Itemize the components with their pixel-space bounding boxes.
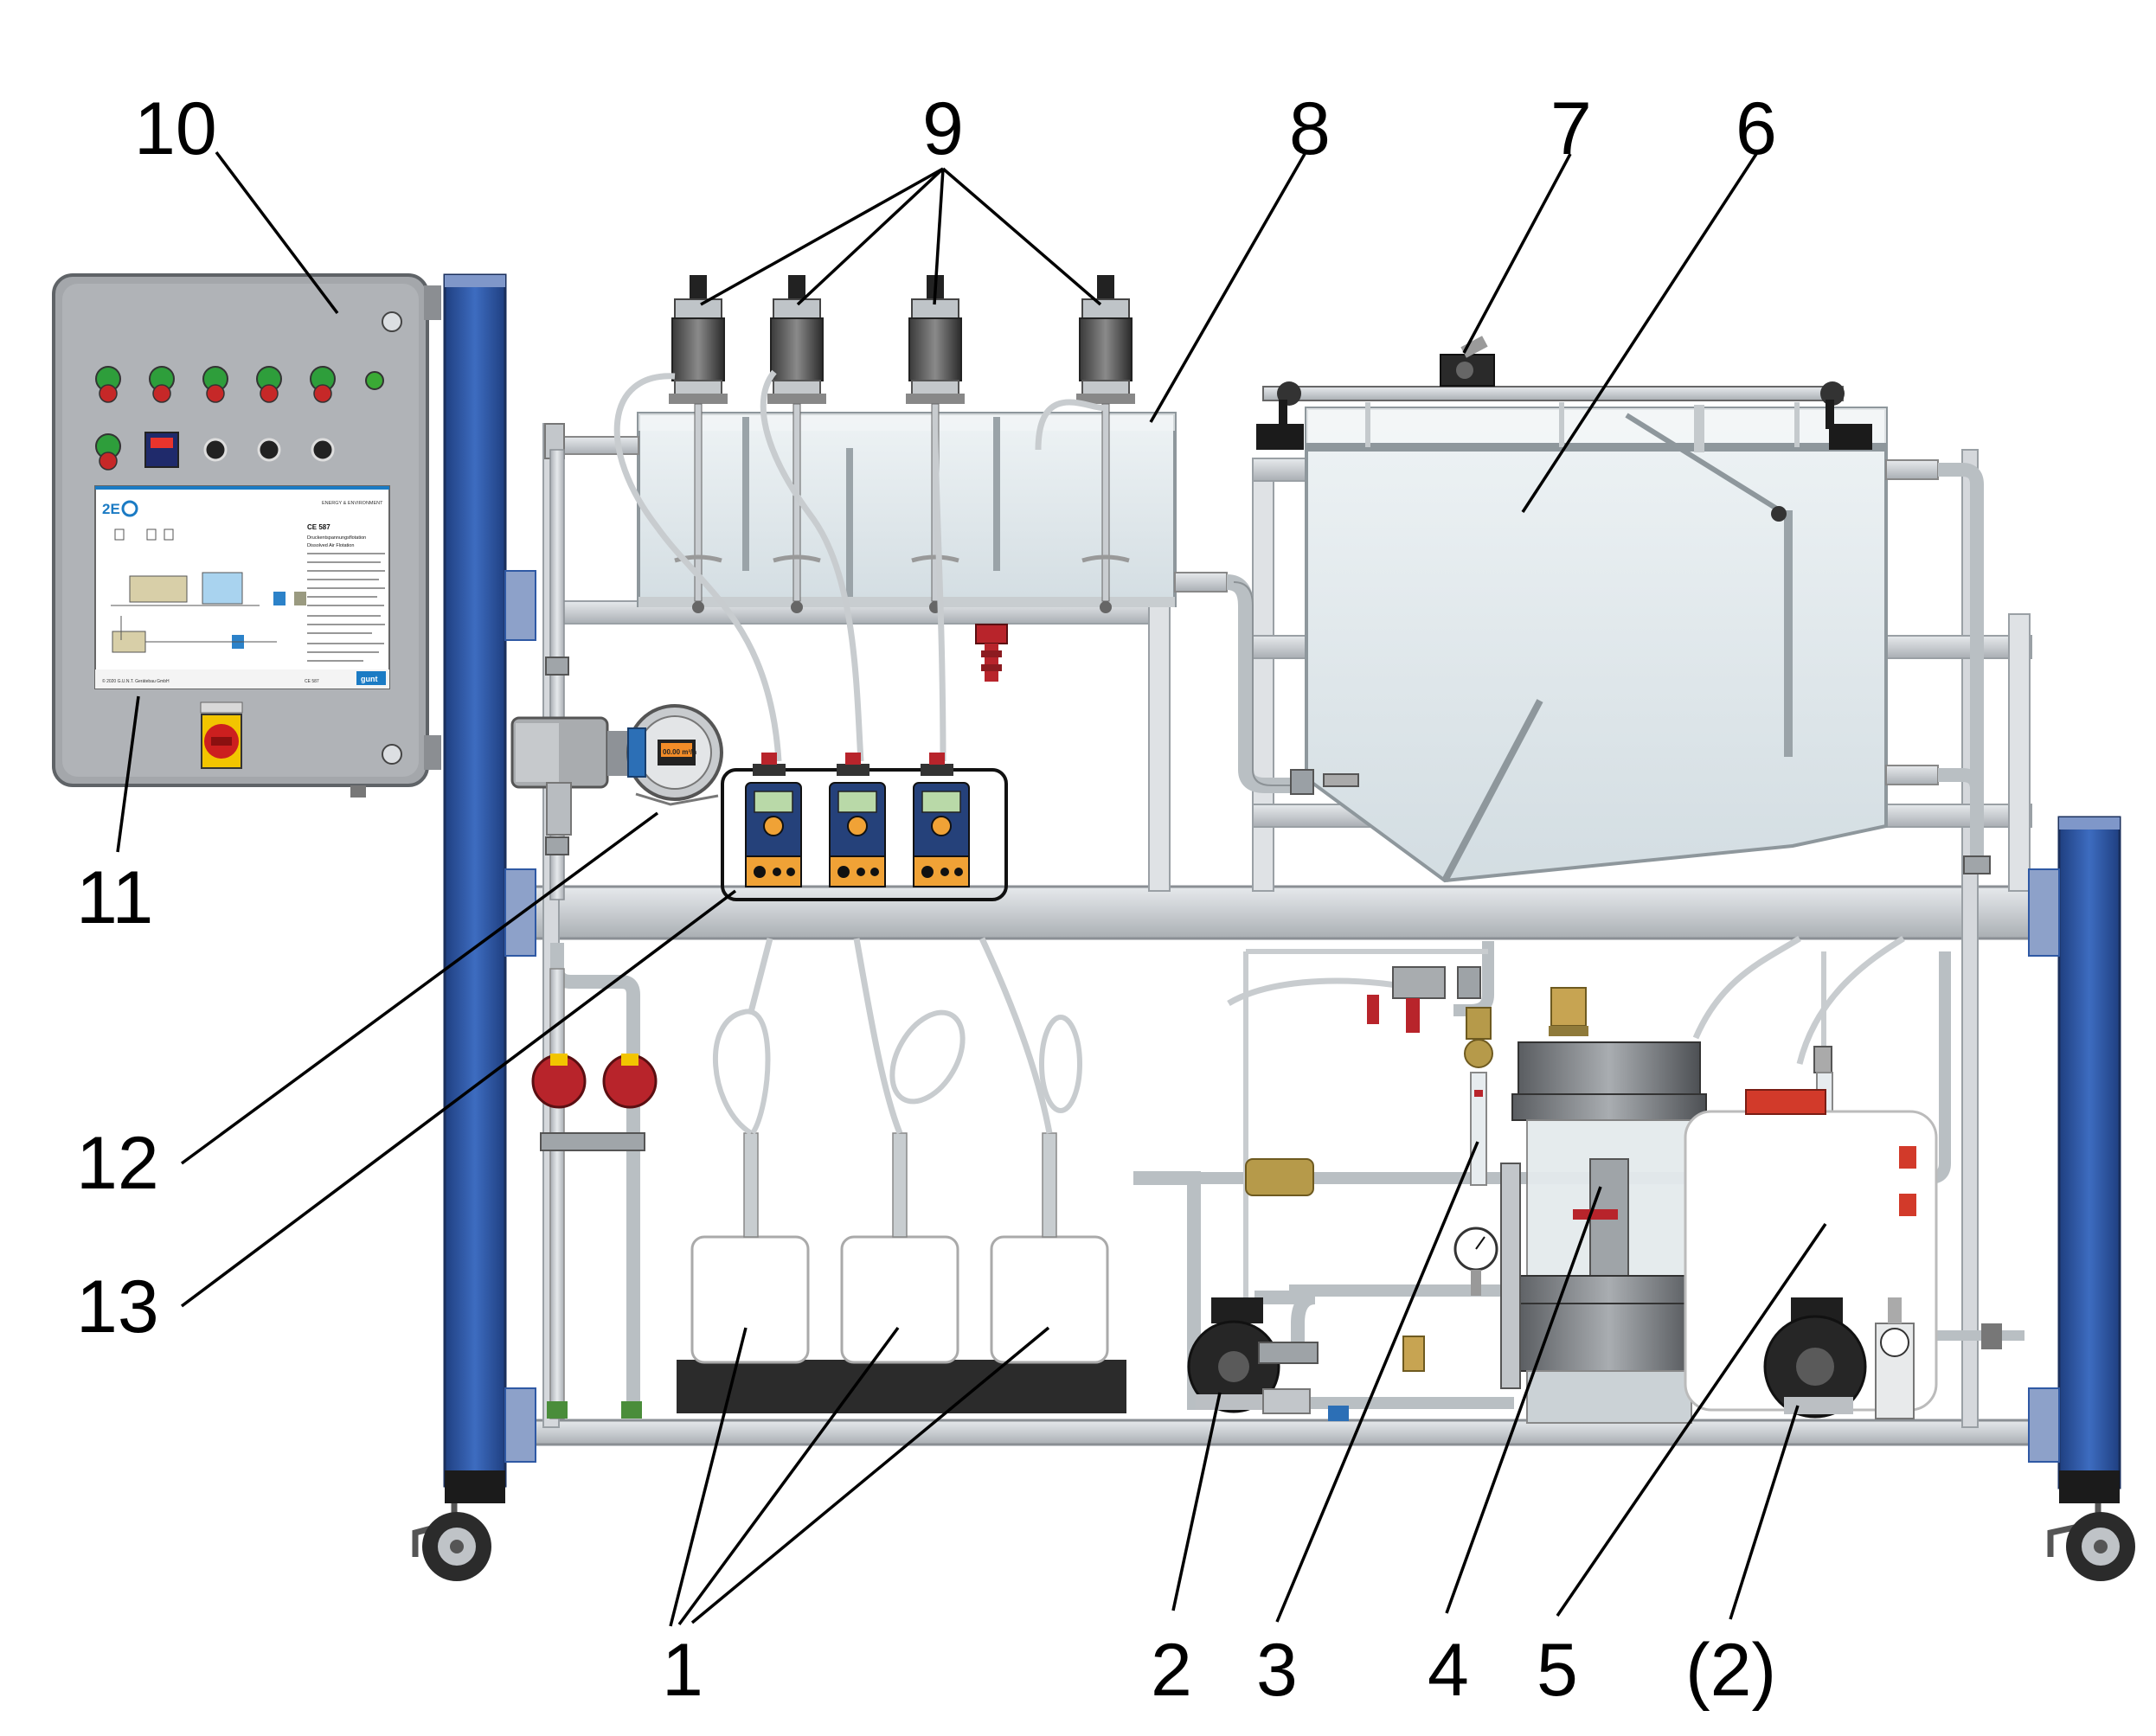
callout-label-6: 6: [1736, 87, 1777, 170]
callout-label-9: 9: [922, 87, 964, 170]
canister: [979, 937, 1109, 1364]
start-stop-button[interactable]: [149, 366, 175, 403]
valve-block: [1245, 966, 1481, 1421]
canister: [690, 938, 810, 1364]
callout-label-1: 1: [662, 1629, 703, 1712]
canister: [840, 938, 966, 1364]
saturator-vessel: [1500, 987, 1707, 1424]
chemical-canisters: [677, 937, 1126, 1413]
potentiometer-knob[interactable]: [311, 438, 335, 462]
pressure-gauge: [1453, 1227, 1498, 1296]
left-blue-column: [443, 273, 507, 1488]
control-buttons-row-1: [95, 366, 384, 403]
stirrer-motor: [1076, 275, 1135, 613]
callout-label-7: 7: [1550, 87, 1592, 170]
indicator-lamp: [365, 371, 384, 390]
coagulation-mixing-tank: [637, 412, 1305, 793]
start-stop-button[interactable]: [95, 433, 121, 471]
callout-leader-lines: [116, 151, 1827, 1627]
callout-label-12: 12: [76, 1122, 159, 1205]
right-blue-column: [2057, 816, 2121, 1489]
dosing-pump-group: [721, 753, 1008, 901]
poster-header-right: ENERGY & ENVIRONMENT: [322, 501, 383, 506]
callout-label-10: 10: [134, 87, 217, 170]
callout-label-4: 4: [1428, 1629, 1469, 1712]
poster-code: CE 587: [307, 523, 330, 531]
callout-label-3: 3: [1256, 1629, 1298, 1712]
callout-label-2: 2: [1151, 1629, 1192, 1712]
poster-title-en: Dissolved Air Flotation: [307, 543, 354, 548]
flotation-tank: [1256, 336, 1991, 883]
callout-label-5: 5: [1537, 1629, 1578, 1712]
castor-wheel-left: [412, 1503, 491, 1581]
potentiometer-knob[interactable]: [203, 438, 228, 462]
flow-meter: 00.00 m³/h: [510, 704, 723, 836]
process-schematic-poster: 2E ENERGY & ENVIRONMENT CE 587 Druckents…: [94, 485, 390, 689]
start-stop-button[interactable]: [310, 366, 336, 403]
stirrer-motor: [767, 275, 826, 613]
castor-wheel-right: [2047, 1503, 2135, 1581]
poster-footer-logo: gunt: [361, 675, 378, 683]
control-buttons-row-2: [95, 432, 335, 471]
main-beam: [522, 885, 2035, 940]
centrifugal-pump: [1763, 1297, 1867, 1419]
callout-label-8: 8: [1289, 87, 1331, 170]
poster-logo: 2E: [102, 501, 120, 517]
dosing-hoses: [613, 369, 1108, 762]
callout-label-2-secondary: (2): [1685, 1629, 1777, 1712]
start-stop-button[interactable]: [95, 366, 121, 403]
dosing-pump: [829, 764, 886, 887]
potentiometer-knob[interactable]: [257, 438, 281, 462]
dosing-pump: [745, 764, 802, 887]
stirrer-motor: [669, 275, 728, 613]
rotameter: [1464, 1007, 1493, 1186]
start-stop-button[interactable]: [256, 366, 282, 403]
air-pressure-regulator: [1875, 1297, 2002, 1419]
centrifugal-pump: [1187, 1297, 1319, 1414]
poster-footer-mid: CE 587: [305, 679, 319, 684]
callout-label-13: 13: [76, 1265, 159, 1348]
poster-title-de: Druckentspannungsflotation: [307, 535, 366, 541]
poster-footer-left: © 2020 G.U.N.T. Gerätebau GmbH: [102, 678, 170, 684]
drain-valves: [531, 943, 658, 1419]
start-stop-button[interactable]: [202, 366, 228, 403]
callout-label-11: 11: [76, 856, 154, 939]
flow-display-value: 00.00 m³/h: [663, 748, 696, 756]
bottom-rail: [530, 1419, 2035, 1446]
dosing-pump: [913, 764, 970, 887]
stirrer-motors: [669, 275, 1135, 613]
skimmer-drive: [1440, 336, 1495, 387]
